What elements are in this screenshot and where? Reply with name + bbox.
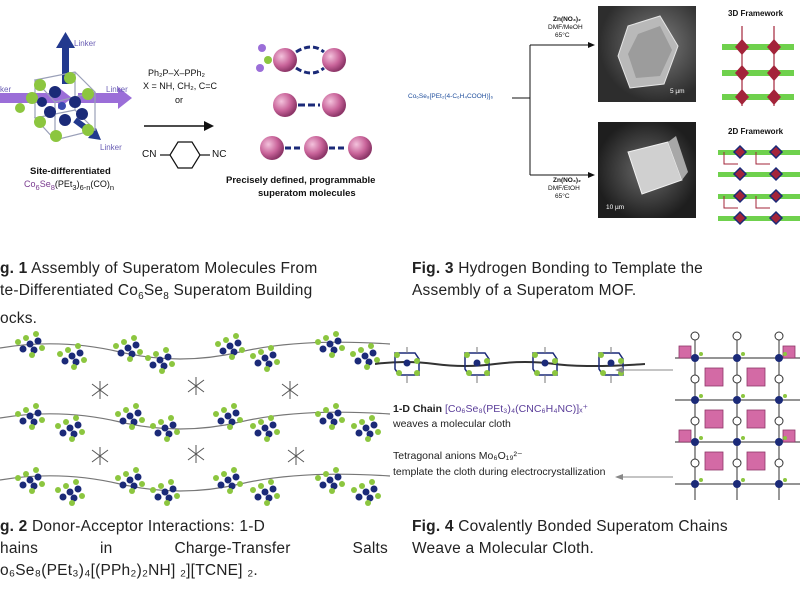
template-arrows [615, 367, 673, 480]
mof-start-formula: Co₆Se₈[PEt₂(4-C₆H₄COOH)]₆ [408, 93, 494, 100]
figure-2-word-charge-transfer: Charge-Transfer [174, 540, 291, 557]
figure-2-caption-text1: Donor-Acceptor Interactions: 1-D [27, 518, 265, 535]
site-formula-co: Co [24, 179, 36, 189]
figure-1: Linker ker Linker Linker Site-differenti… [0, 0, 400, 330]
site-formula-close: ) [76, 179, 80, 189]
figure-3-caption-line1: Hydrogen Bonding to Template the [453, 260, 703, 277]
molecular-cloth-graphic [675, 331, 800, 500]
condition-bottom-3: 65°C [555, 193, 570, 200]
reagent-or: or [175, 95, 184, 105]
framework-3d-label: 3D Framework [728, 9, 784, 18]
condition-top-2: DMF/MeOH [548, 24, 583, 31]
figure-4-caption: Fig. 4 Covalently Bonded Superatom Chain… [412, 516, 800, 560]
site-label-line1: Site-differentiated [30, 166, 111, 177]
branching-arrows [512, 42, 595, 178]
site-differentiated-cluster-graphic [0, 32, 132, 142]
framework-2d-label: 2D Framework [728, 127, 784, 136]
figure-1-label: g. 1 [0, 260, 28, 277]
product-label-line2: superatom molecules [258, 188, 356, 199]
figure-1-caption: g. 1 Assembly of Superatom Molecules Fro… [0, 258, 400, 330]
framework-2d-graphic [718, 144, 800, 226]
figure-1-caption-se: Se [143, 282, 164, 299]
figure-2-word-salts: Salts [352, 540, 388, 557]
figure-2-word-chains: hains [0, 540, 39, 557]
linker-label-right: Linker [106, 85, 128, 94]
figure-3: Co₆Se₈[PEt₂(4-C₆H₄COOH)]₆ Zn(NO₃)₂ DMF/M… [400, 0, 800, 330]
anion-line-1: Tetragonal anions Mo₆O₁₉²⁻ [393, 450, 523, 462]
reagent-line-2: X = NH, CH₂, C=C [143, 81, 218, 91]
figure-2-caption-line2: hains in Charge-Transfer Salts [0, 538, 388, 560]
figure-2-caption: g. 2 Donor-Acceptor Interactions: 1-D ha… [0, 516, 398, 582]
figure-1-caption-line3: ocks. [0, 310, 38, 328]
figure-4-label: Fig. 4 [412, 518, 454, 535]
condition-top-3: 65°C [555, 32, 570, 39]
site-label-line2: Co6Se8(PEt3)6-n(CO)n [24, 179, 115, 192]
site-formula-pet: (PEt [54, 179, 73, 189]
isocyanide-right-label: NC [212, 149, 227, 160]
figure-1-sub6: 6 [138, 291, 144, 303]
figure-2: g. 2 Donor-Acceptor Interactions: 1-D ha… [0, 330, 400, 600]
figure-2-caption-line3: o₆Se₈(PEt₃)₄[(PPh₂)₂NH] ₂][TCNE] ₂. [0, 562, 258, 579]
figure-1-caption-line1: Assembly of Superatom Molecules From [31, 260, 318, 277]
linker-label-left: ker [0, 85, 12, 94]
condition-bottom-2: DMF/EtOH [548, 185, 580, 192]
isocyanide-left-label: CN [142, 149, 157, 160]
square-crystal-graphic [627, 136, 688, 195]
linker-label-top: Linker [74, 39, 96, 48]
sem-image-bottom: 10 µm [598, 122, 696, 218]
benzene-ring-graphic [160, 141, 210, 169]
condition-bottom-1: Zn(NO₃)₂ [553, 177, 581, 184]
figure-3-caption: Fig. 3 Hydrogen Bonding to Template the … [412, 258, 800, 302]
reagent-line-1: Ph₂P–X–PPh₂ [148, 68, 206, 78]
reaction-arrow [144, 121, 214, 131]
chain-label-bold: 1-D Chain [393, 403, 443, 415]
chain-description: weaves a molecular cloth [393, 418, 511, 430]
superatom-molecules-graphic [256, 44, 372, 160]
chain-formula: [Co₆Se₈(PEt₃)₄(CNC₆H₄NC)]ₓ⁺ [444, 403, 589, 415]
charge-transfer-chains-graphic [0, 331, 390, 506]
figure-3-caption-line2: Assembly of a Superatom MOF. [412, 282, 637, 299]
condition-top-1: Zn(NO₃)₂ [553, 16, 581, 23]
anion-line-2: template the cloth during electrocrystal… [393, 466, 606, 478]
hexagonal-crystal-graphic [617, 15, 679, 89]
product-label-line1: Precisely defined, programmable [226, 175, 376, 186]
figure-1-caption-line2-end: Superatom Building [169, 282, 313, 299]
site-formula-se: Se [39, 179, 51, 189]
figure-2-caption-line1: g. 2 Donor-Acceptor Interactions: 1-D [0, 516, 398, 538]
scale-bar-bottom: 10 µm [606, 204, 625, 211]
framework-3d-graphic [722, 26, 794, 106]
scale-bar-top: 5 µm [670, 88, 685, 95]
molecular-chain-graphic [375, 346, 645, 384]
sem-image-top: 5 µm [598, 6, 696, 102]
linker-label-bottom: Linker [100, 143, 122, 152]
chain-label: 1-D Chain [Co₆Se₈(PEt₃)₄(CNC₆H₄NC)]ₓ⁺ [393, 402, 588, 416]
figure-1-caption-line2: te-Differentiated Co [0, 282, 139, 299]
figure-4-caption-line1: Covalently Bonded Superatom Chains [453, 518, 728, 535]
figure-4: 1-D Chain [Co₆Se₈(PEt₃)₄(CNC₆H₄NC)]ₓ⁺ we… [375, 330, 800, 600]
figure-1-sub8: 8 [163, 291, 170, 303]
figure-2-word-in: in [100, 540, 113, 557]
figure-4-caption-line2: Weave a Molecular Cloth. [412, 540, 594, 557]
site-formula-co-ligand: (CO) [90, 179, 110, 189]
figure-2-label: g. 2 [0, 518, 28, 535]
figure-3-label: Fig. 3 [412, 260, 454, 277]
